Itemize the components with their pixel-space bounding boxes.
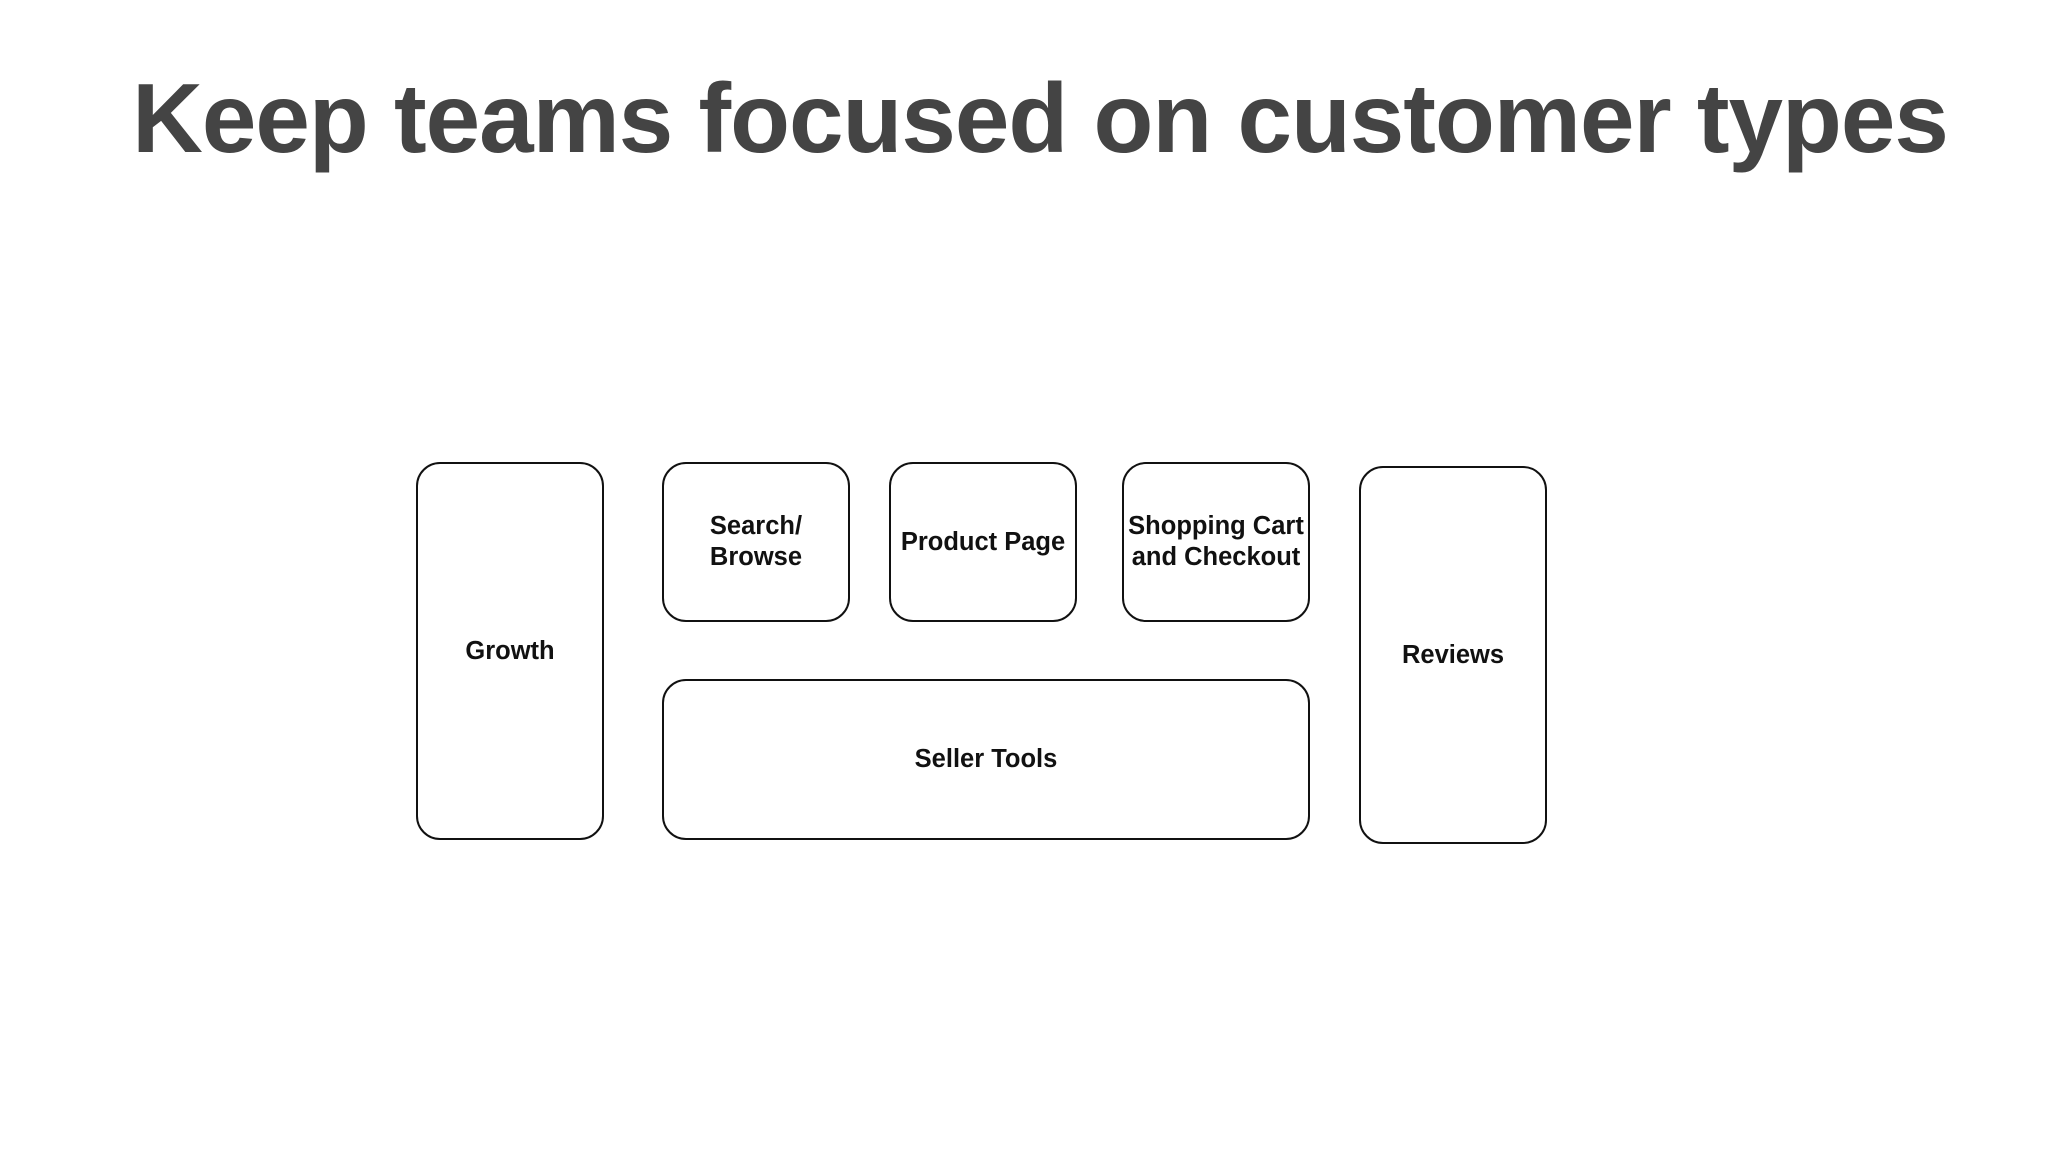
team-box-reviews: Reviews: [1359, 466, 1547, 844]
team-box-shopping-cart-checkout: Shopping Cart and Checkout: [1122, 462, 1310, 622]
team-label-reviews: Reviews: [1401, 640, 1505, 669]
team-box-growth: Growth: [416, 462, 604, 840]
team-box-search-browse: Search/ Browse: [662, 462, 850, 622]
team-label-product-page: Product Page: [900, 527, 1066, 556]
team-label-growth: Growth: [465, 636, 555, 665]
team-box-product-page: Product Page: [889, 462, 1077, 622]
team-label-seller-tools: Seller Tools: [914, 745, 1058, 773]
slide-title: Keep teams focused on customer types: [132, 63, 1949, 173]
team-label-shopping-cart-checkout: Shopping Cart and Checkout: [1128, 512, 1304, 571]
team-box-seller-tools: Seller Tools: [662, 679, 1310, 840]
team-label-search-browse: Search/ Browse: [709, 512, 803, 571]
